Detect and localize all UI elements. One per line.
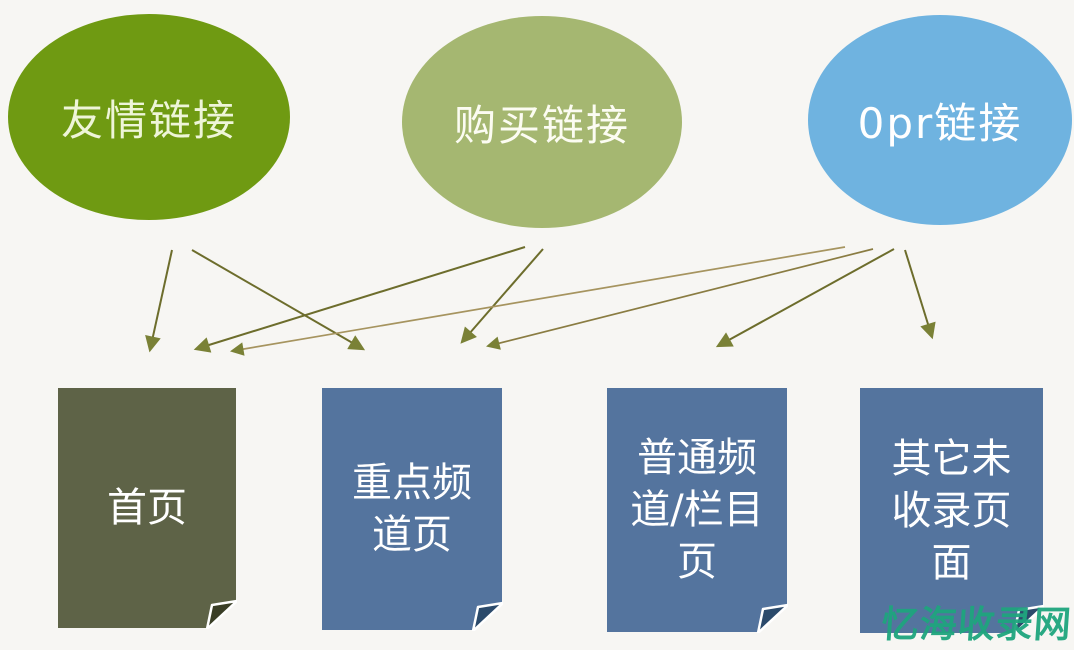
node-normal-channel-column-page: 普通频 道/栏目 页 — [607, 388, 788, 633]
node-key-channel-page-label: 重点频 道页 — [352, 460, 472, 558]
folded-corner-icon — [471, 601, 503, 631]
arrow-purchased-links-to-homepage — [193, 246, 526, 353]
arrow-purchased-links-to-key-channel-page — [460, 248, 544, 344]
arrow-zero-pr-links-to-key-channel-page — [486, 248, 874, 350]
arrow-friendly-links-to-homepage — [145, 249, 173, 353]
node-other-unindexed-pages-label: 其它未 收录页 面 — [891, 435, 1012, 586]
node-purchased-links: 购买链接 — [402, 16, 682, 228]
node-key-channel-page-shape: 重点频 道页 — [322, 388, 502, 630]
arrow-zero-pr-links-to-normal-channel-column-page — [715, 248, 895, 348]
node-normal-channel-column-page-label: 普通频 道/栏目 页 — [630, 435, 764, 585]
folded-corner-icon — [205, 599, 237, 629]
folded-corner-icon — [1012, 604, 1044, 634]
node-normal-channel-column-page-shape: 普通频 道/栏目 页 — [607, 388, 787, 632]
node-zero-pr-links-label: 0pr链接 — [857, 98, 1023, 148]
node-homepage-shape: 首页 — [58, 388, 236, 628]
node-purchased-links-label: 购买链接 — [453, 100, 630, 150]
node-other-unindexed-pages-shape: 其它未 收录页 面 — [860, 388, 1043, 633]
node-homepage: 首页 — [58, 388, 237, 629]
node-friendly-links-label: 友情链接 — [60, 95, 237, 145]
arrow-friendly-links-to-key-channel-page — [191, 249, 366, 351]
node-key-channel-page: 重点频 道页 — [322, 388, 503, 631]
arrow-zero-pr-links-to-homepage — [229, 246, 846, 356]
folded-corner-icon — [756, 603, 788, 633]
node-friendly-links: 友情链接 — [8, 14, 290, 220]
node-zero-pr-links: 0pr链接 — [808, 15, 1072, 225]
node-other-unindexed-pages: 其它未 收录页 面 — [860, 388, 1044, 634]
node-homepage-label: 首页 — [107, 485, 187, 531]
watermark: 忆海收录网 — [880, 603, 1074, 646]
arrow-zero-pr-links-to-other-unindexed-pages — [904, 249, 936, 340]
